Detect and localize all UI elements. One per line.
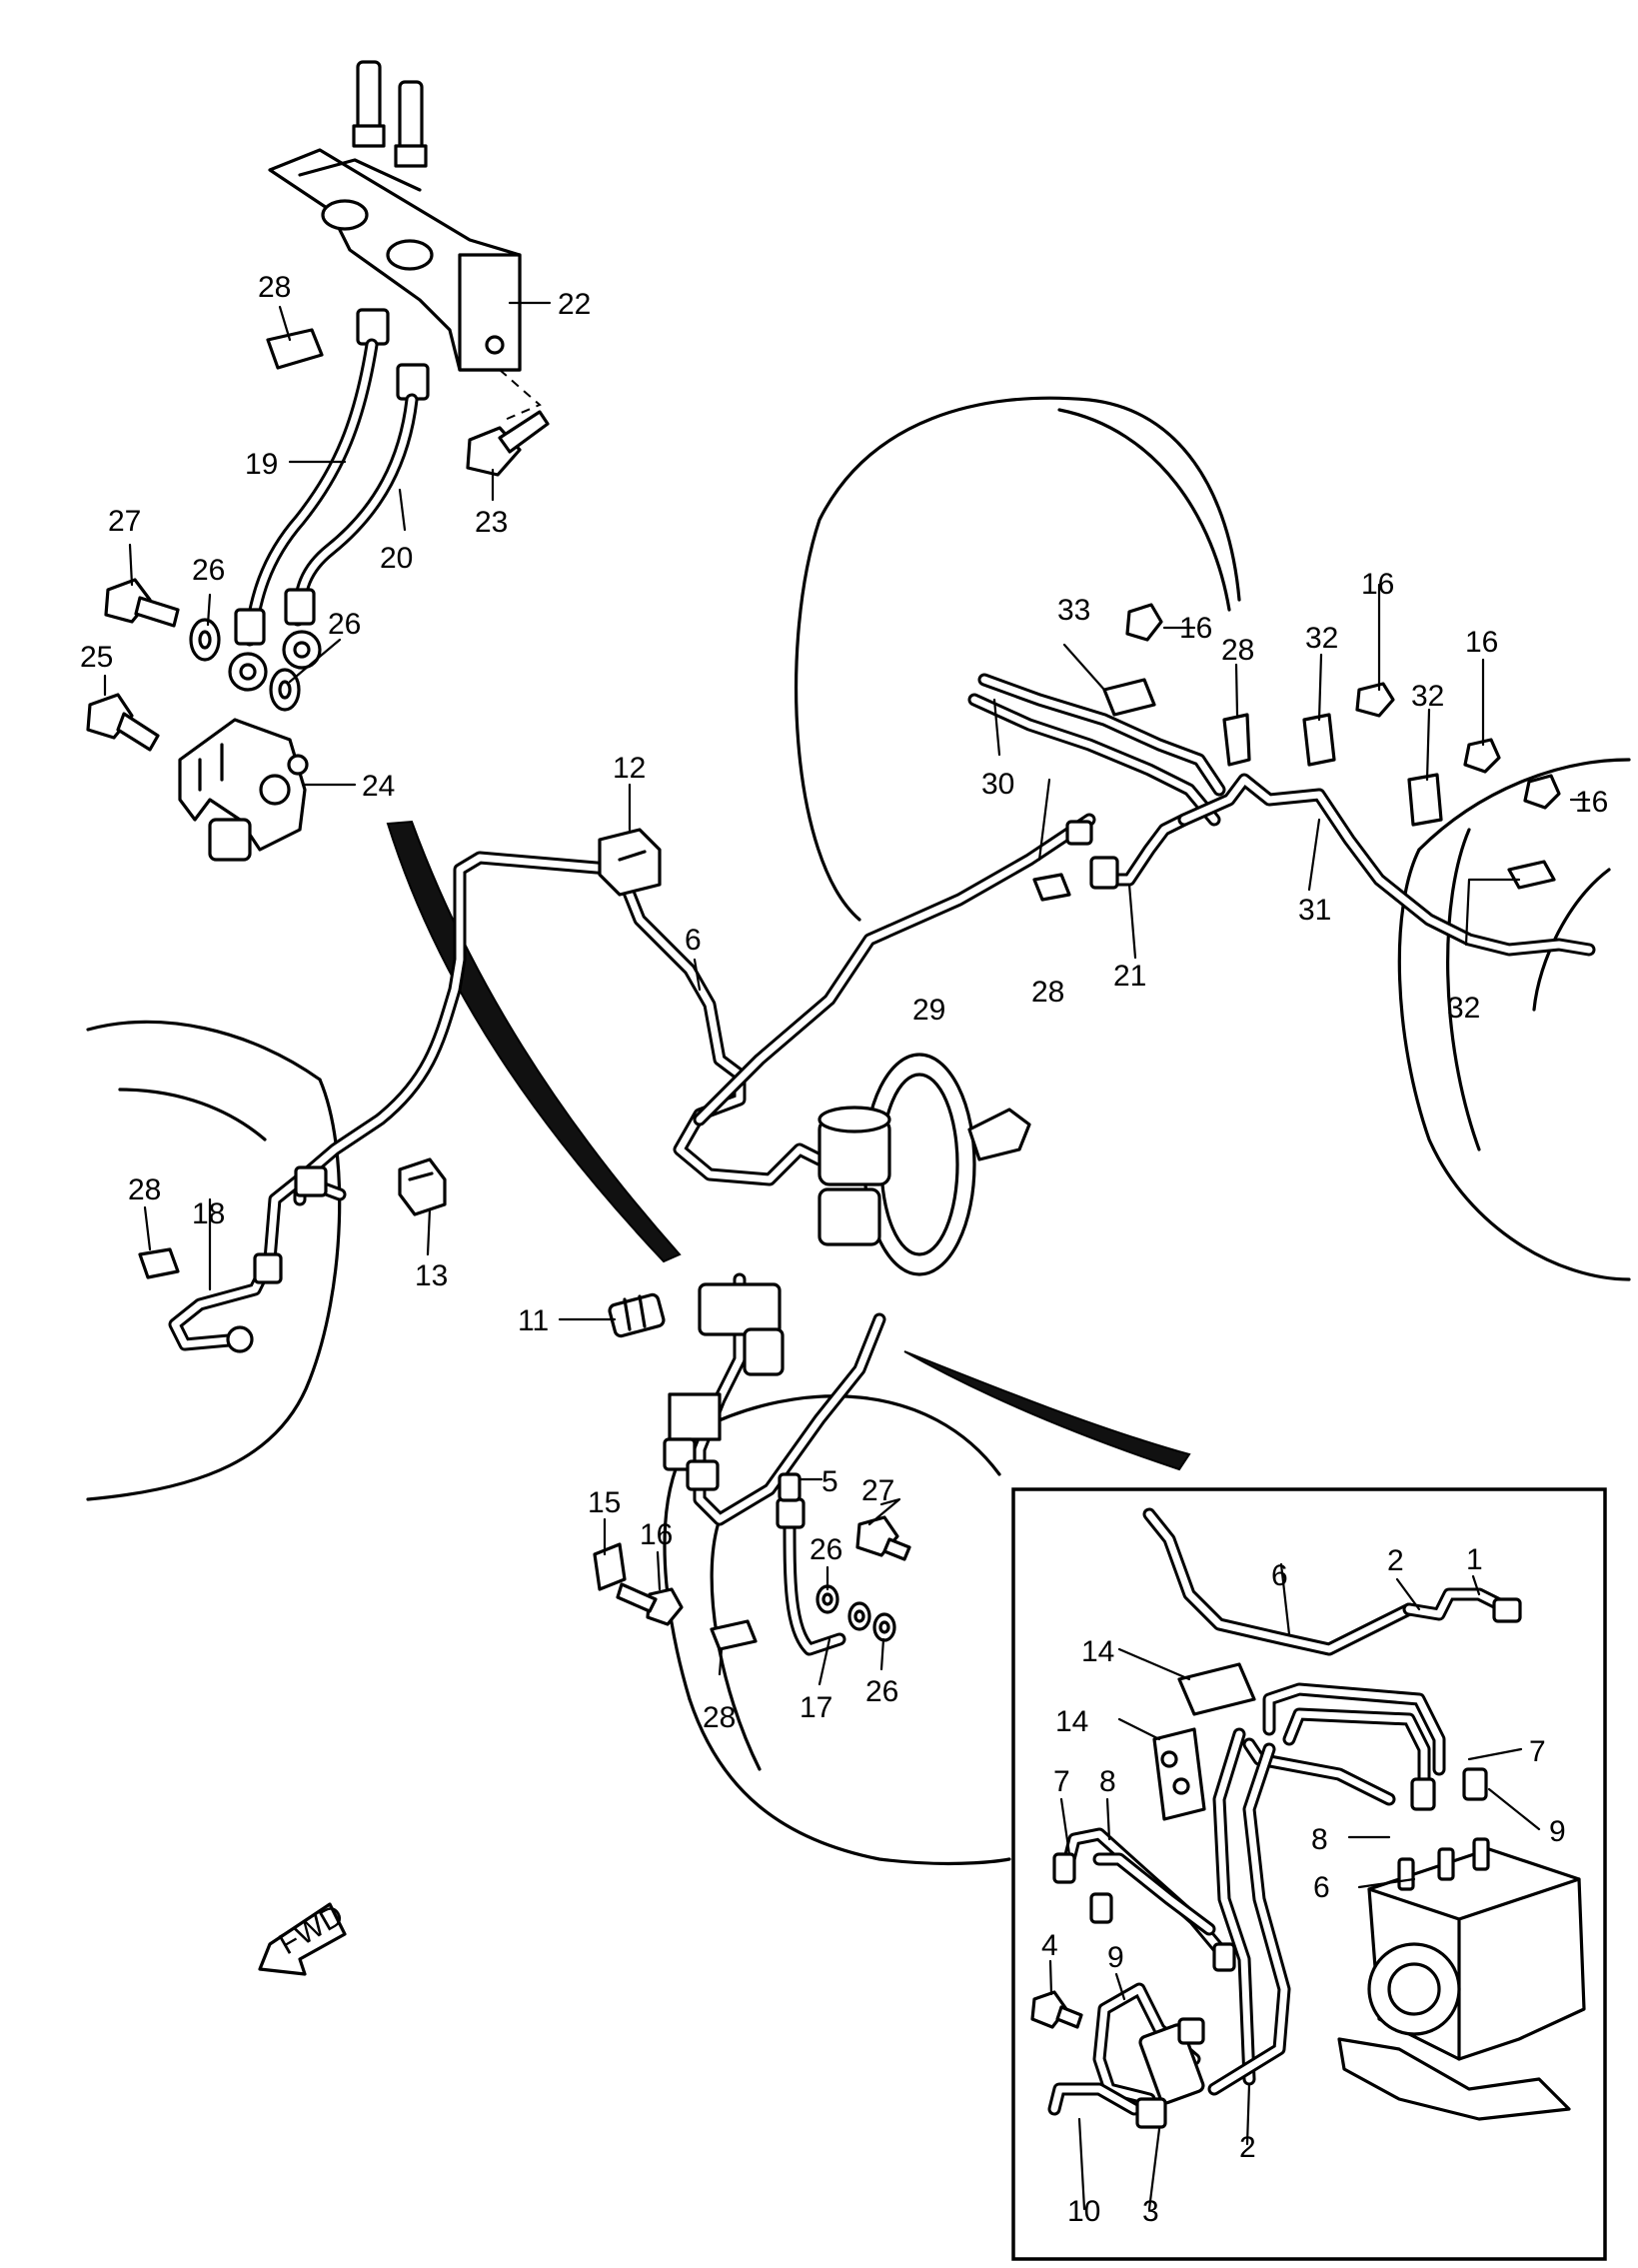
label-28-a: 28 bbox=[258, 271, 291, 304]
leader-lines bbox=[103, 301, 1591, 2211]
label-15: 15 bbox=[588, 1486, 621, 1519]
label-9-a: 9 bbox=[1549, 1815, 1566, 1848]
label-4: 4 bbox=[1041, 1929, 1058, 1962]
label-21: 21 bbox=[1113, 960, 1146, 993]
master-cylinder-booster bbox=[818, 1053, 1031, 1276]
label-6-a: 6 bbox=[685, 924, 702, 957]
part-30-brake-pipe bbox=[967, 673, 1226, 827]
part-12-clamp bbox=[598, 828, 662, 897]
label-27-b: 27 bbox=[861, 1474, 894, 1507]
label-25: 25 bbox=[80, 641, 113, 674]
label-14-b: 14 bbox=[1055, 1705, 1088, 1738]
label-23: 23 bbox=[475, 506, 508, 539]
label-16-e: 16 bbox=[640, 1518, 673, 1551]
label-26-b: 26 bbox=[328, 608, 361, 641]
front-direction-arrow: FWD bbox=[258, 1898, 349, 1976]
label-2-a: 2 bbox=[1387, 1544, 1404, 1577]
label-31: 31 bbox=[1298, 894, 1331, 927]
label-28-d: 28 bbox=[128, 1173, 161, 1206]
part-28-clip-a bbox=[266, 328, 324, 370]
part-18-brake-hose bbox=[168, 1165, 347, 1353]
label-13: 13 bbox=[415, 1259, 448, 1292]
label-6-c: 6 bbox=[1313, 1871, 1330, 1904]
label-2-b: 2 bbox=[1239, 2131, 1256, 2164]
label-16-d: 16 bbox=[1575, 786, 1608, 819]
part-23-bolt bbox=[466, 410, 550, 477]
label-3: 3 bbox=[1142, 2195, 1159, 2228]
label-16-a: 16 bbox=[1179, 612, 1212, 645]
label-1: 1 bbox=[1466, 1543, 1483, 1576]
part-22-bracket-assembly bbox=[268, 60, 542, 421]
label-20: 20 bbox=[380, 542, 413, 575]
part-26-washers-b bbox=[816, 1584, 896, 1642]
label-24: 24 bbox=[362, 770, 395, 803]
label-5: 5 bbox=[821, 1465, 838, 1498]
part-27-bolt-b bbox=[855, 1515, 911, 1561]
label-29: 29 bbox=[912, 994, 945, 1027]
label-16-b: 16 bbox=[1361, 568, 1394, 601]
part-27-bolt-a bbox=[104, 578, 180, 628]
part-21-brake-hose bbox=[1065, 813, 1191, 890]
part-24-caliper-joint bbox=[178, 718, 309, 862]
label-10: 10 bbox=[1067, 2195, 1100, 2228]
part-11-grommet bbox=[608, 1292, 666, 1338]
combination-valve bbox=[663, 1282, 785, 1491]
part-15-clip bbox=[593, 1542, 627, 1591]
label-30: 30 bbox=[981, 768, 1014, 801]
label-28-b: 28 bbox=[1031, 976, 1064, 1009]
label-22: 22 bbox=[558, 288, 591, 321]
label-32-b: 32 bbox=[1305, 622, 1338, 655]
label-33: 33 bbox=[1057, 594, 1090, 627]
label-12: 12 bbox=[613, 752, 646, 785]
label-11: 11 bbox=[518, 1304, 549, 1337]
frame-rail-strokes bbox=[386, 820, 1191, 1471]
label-14-a: 14 bbox=[1081, 1635, 1114, 1668]
part-28-clips-b bbox=[138, 713, 1251, 1651]
part-13-connector bbox=[398, 1157, 447, 1216]
label-32-a: 32 bbox=[1447, 992, 1480, 1025]
part-31-brake-pipe bbox=[1177, 773, 1596, 957]
label-26-c: 26 bbox=[865, 1675, 898, 1708]
part-6-brake-pipe-lower bbox=[693, 1272, 886, 1526]
label-26-c-top: 26 bbox=[810, 1533, 842, 1566]
label-28-c: 28 bbox=[1221, 634, 1254, 667]
label-9-b: 9 bbox=[1107, 1941, 1124, 1974]
label-7-b: 7 bbox=[1053, 1765, 1070, 1798]
label-7-a: 7 bbox=[1529, 1735, 1546, 1768]
label-18: 18 bbox=[192, 1197, 225, 1230]
part-16-bolts-b bbox=[1125, 603, 1561, 810]
label-27-a: 27 bbox=[108, 505, 141, 538]
part-5-fitting bbox=[778, 1472, 802, 1502]
label-6-b: 6 bbox=[1271, 1559, 1288, 1592]
part-6-brake-pipe-main bbox=[293, 851, 826, 1206]
label-8-b: 8 bbox=[1311, 1823, 1328, 1856]
abs-inset bbox=[1011, 1487, 1607, 2261]
label-28-e: 28 bbox=[703, 1701, 736, 1734]
part-25-bolt bbox=[86, 693, 160, 752]
part-19-brake-hose bbox=[243, 338, 379, 647]
label-26-a: 26 bbox=[192, 554, 225, 587]
part-20-brake-hose bbox=[228, 393, 419, 692]
label-17: 17 bbox=[800, 1691, 832, 1724]
part-16-bolt-a bbox=[616, 1582, 684, 1626]
label-19: 19 bbox=[245, 448, 278, 481]
label-8-a: 8 bbox=[1099, 1765, 1116, 1798]
part-17-brake-hose bbox=[776, 1497, 846, 1656]
part-number-labels: 22 28 19 20 23 27 26 26 25 24 12 6 29 28… bbox=[80, 271, 1608, 2228]
label-32-c: 32 bbox=[1411, 680, 1444, 713]
part-33-clip bbox=[1102, 678, 1156, 717]
label-16-c: 16 bbox=[1465, 626, 1498, 659]
